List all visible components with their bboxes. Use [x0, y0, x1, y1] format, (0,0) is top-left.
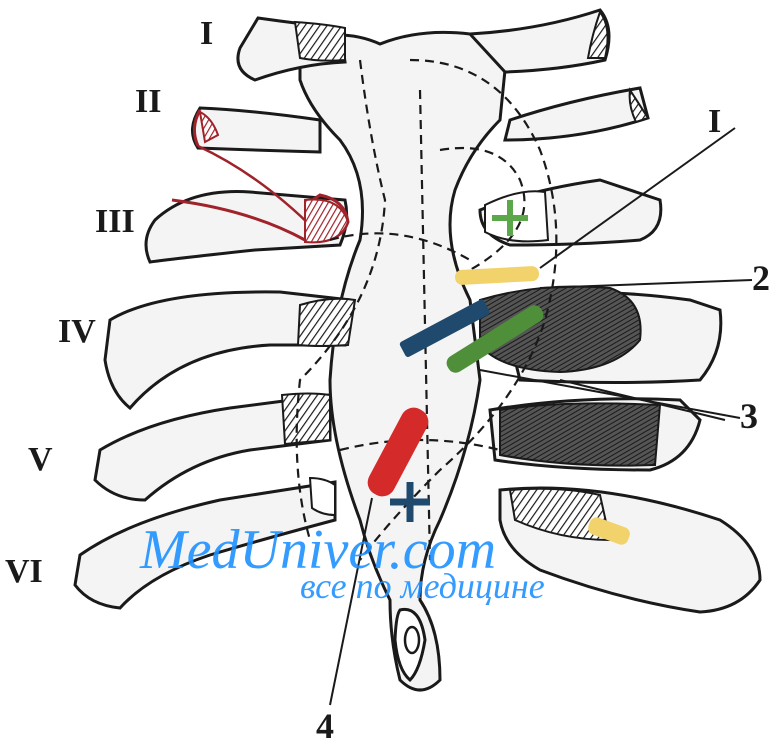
label-rib-left-6: VI — [5, 553, 43, 590]
label-rib-left-2: II — [135, 83, 161, 120]
label-valve-3: 3 — [740, 396, 758, 436]
label-valve-4: 4 — [316, 706, 334, 744]
watermark-tagline: все по медицине — [300, 566, 545, 606]
label-valve-2: 2 — [752, 258, 770, 298]
label-rib-left-4: IV — [58, 313, 96, 350]
label-rib-right-1: I — [708, 103, 721, 140]
label-rib-left-1: I — [200, 15, 213, 52]
aortic-valve-yellow — [455, 266, 540, 285]
label-rib-left-5: V — [28, 441, 53, 478]
label-rib-left-3: III — [95, 203, 135, 240]
right-rib-2 — [505, 88, 648, 140]
